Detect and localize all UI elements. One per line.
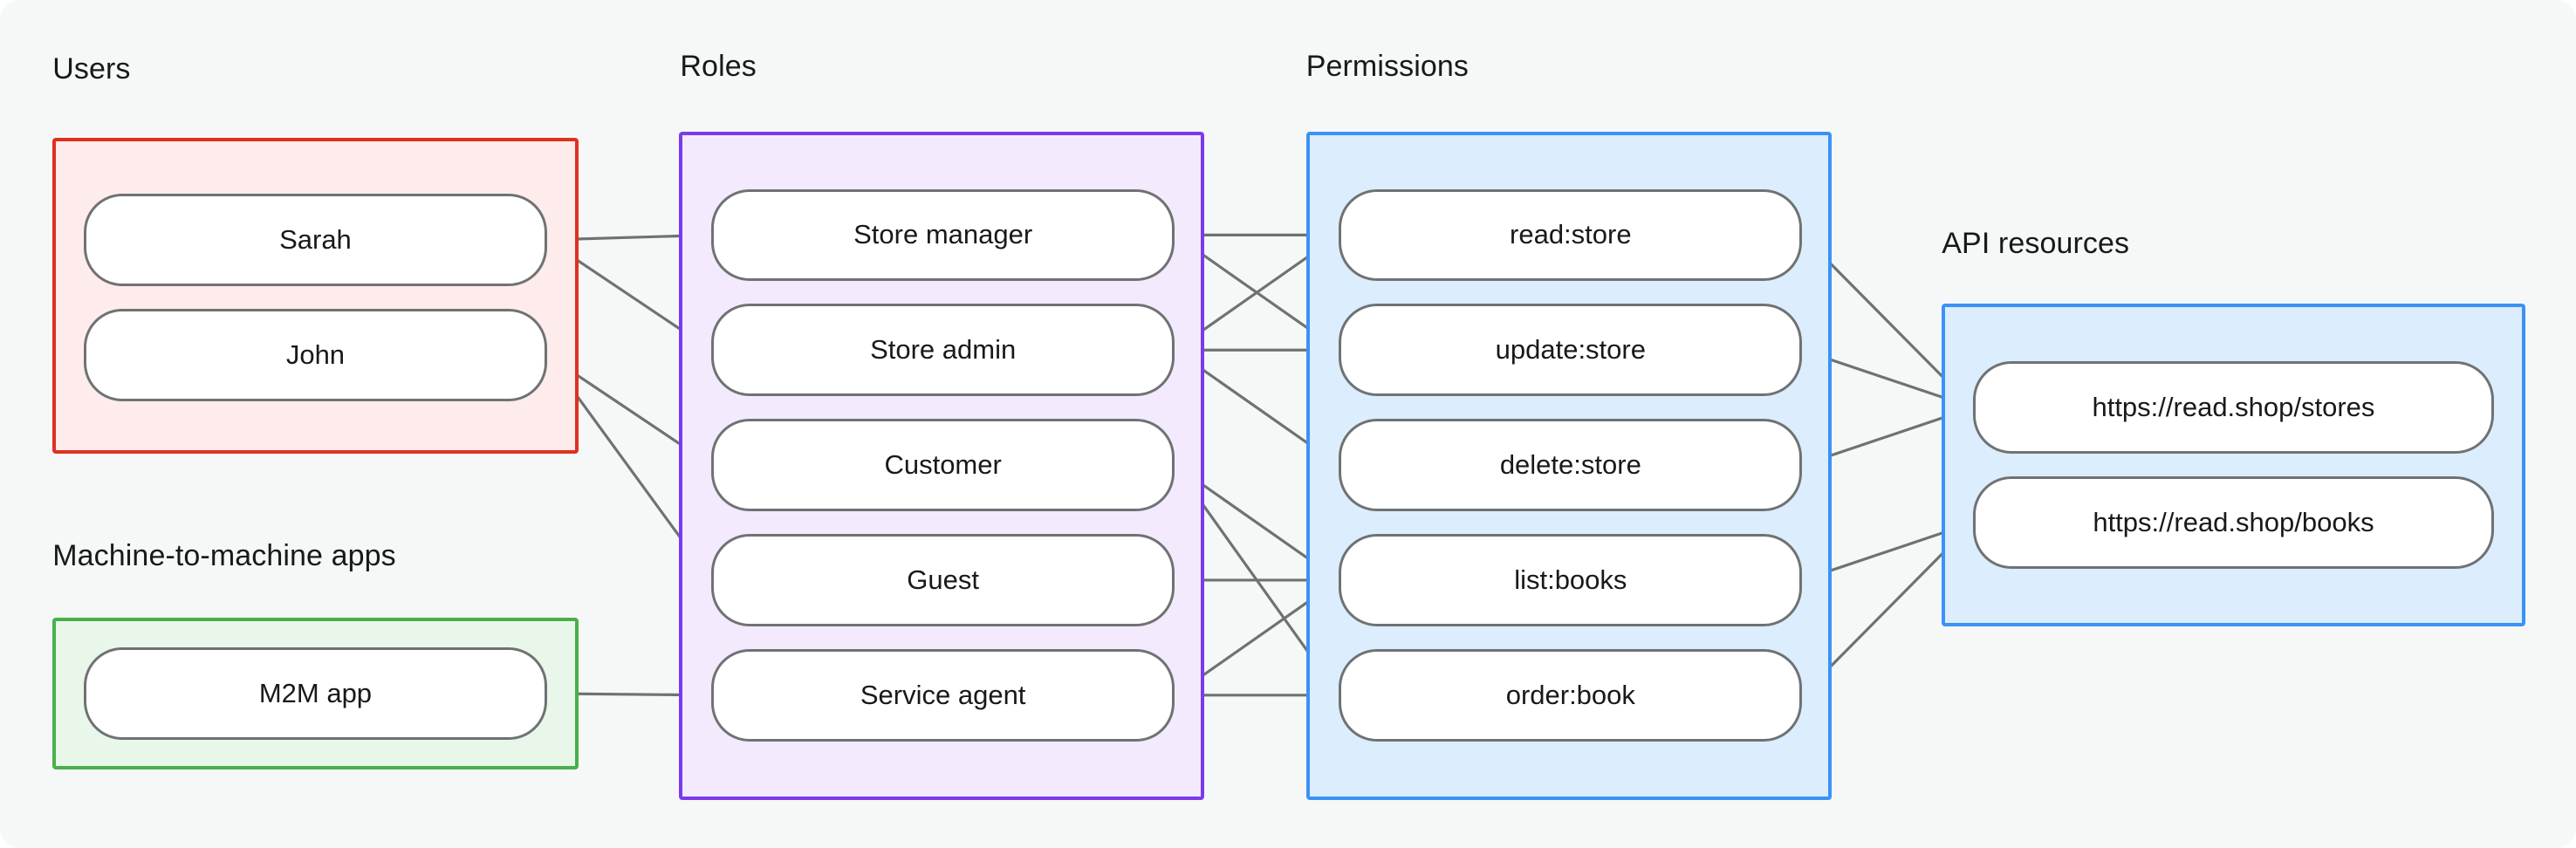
node-label: Store manager (853, 219, 1033, 250)
node-label: John (285, 339, 346, 370)
node-label: Store admin (870, 334, 1017, 366)
group-label-m2m: Machine-to-machine apps (52, 538, 396, 572)
node-label: order:book (1505, 679, 1635, 710)
node-order-book[interactable]: order:book (1339, 649, 1803, 742)
node-store-manager[interactable]: Store manager (711, 188, 1175, 282)
node-m2mapp[interactable]: M2M app (84, 647, 547, 740)
node-res-books[interactable]: https://read.shop/books (1973, 476, 2494, 569)
node-label: Customer (884, 449, 1002, 481)
group-label-users: Users (52, 52, 131, 86)
node-label: Guest (907, 564, 979, 595)
node-update-store[interactable]: update:store (1339, 304, 1803, 396)
node-service-agent[interactable]: Service agent (711, 649, 1175, 742)
node-store-admin[interactable]: Store admin (711, 304, 1175, 396)
node-read-store[interactable]: read:store (1339, 188, 1803, 282)
node-label: M2M app (258, 677, 373, 708)
node-label: https://read.shop/stores (2092, 392, 2375, 423)
node-john[interactable]: John (84, 309, 547, 401)
node-label: Service agent (860, 679, 1026, 710)
node-label: Sarah (279, 224, 352, 255)
node-label: update:store (1495, 334, 1646, 366)
group-container-api-resources (1942, 304, 2525, 626)
node-label: read:store (1510, 219, 1632, 250)
group-label-permissions: Permissions (1305, 49, 1469, 83)
node-sarah[interactable]: Sarah (84, 194, 547, 286)
node-res-stores[interactable]: https://read.shop/stores (1973, 361, 2494, 454)
group-label-roles: Roles (680, 49, 757, 83)
node-label: https://read.shop/books (2093, 507, 2374, 537)
group-container-users (52, 138, 579, 454)
node-label: list:books (1514, 564, 1627, 595)
node-list-books[interactable]: list:books (1339, 534, 1803, 626)
node-customer[interactable]: Customer (711, 419, 1175, 511)
group-label-api-resources: API resources (1942, 226, 2130, 260)
node-label: delete:store (1499, 449, 1641, 481)
node-guest[interactable]: Guest (711, 534, 1175, 626)
node-delete-store[interactable]: delete:store (1339, 419, 1803, 511)
